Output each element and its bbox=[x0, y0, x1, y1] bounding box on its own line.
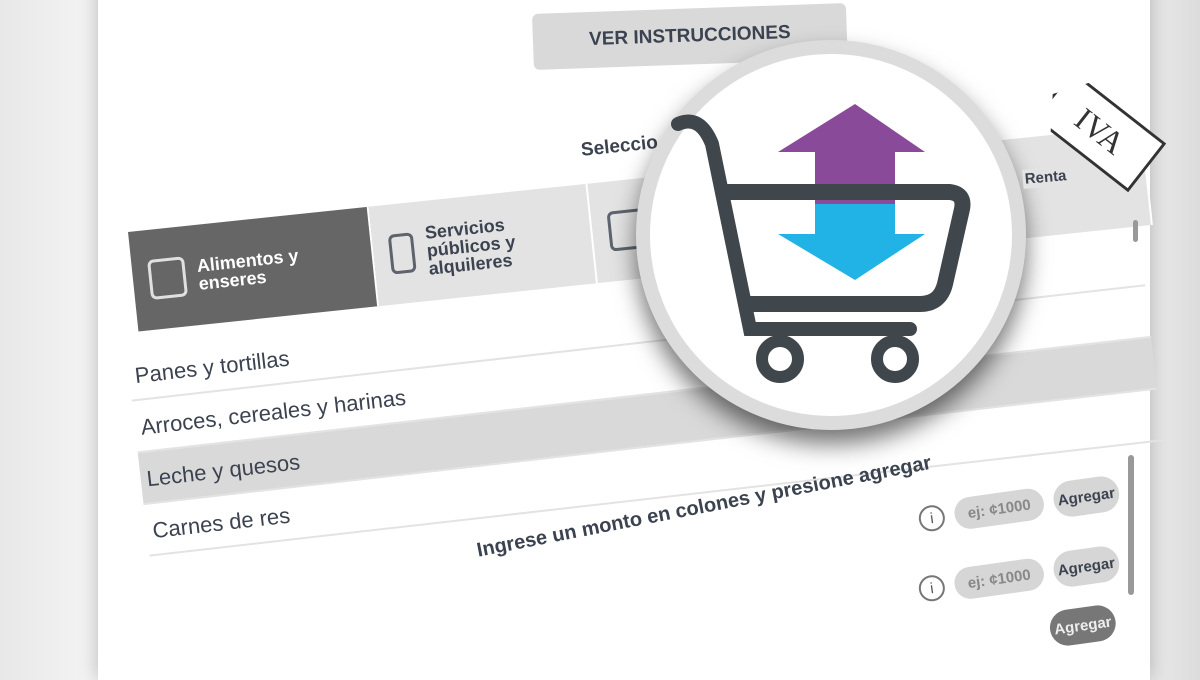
info-icon[interactable]: i bbox=[917, 503, 947, 533]
list-scrollbar[interactable] bbox=[1133, 220, 1138, 242]
tab-renta-partial[interactable]: Renta bbox=[1022, 166, 1070, 189]
rows-scrollbar[interactable] bbox=[1128, 455, 1134, 595]
basket-icon bbox=[147, 256, 188, 300]
info-icon[interactable]: i bbox=[917, 573, 947, 603]
down-arrow-icon bbox=[778, 204, 925, 280]
house-icon bbox=[387, 232, 417, 275]
tab-label: Servicios públicos y alquileres bbox=[423, 214, 517, 279]
iva-cart-badge bbox=[636, 40, 1026, 430]
tab-label: Alimentos y enseres bbox=[195, 245, 300, 294]
tag-text: IVA bbox=[1068, 100, 1133, 162]
cart-arrows-icon bbox=[671, 104, 971, 383]
up-arrow-icon bbox=[778, 104, 925, 204]
